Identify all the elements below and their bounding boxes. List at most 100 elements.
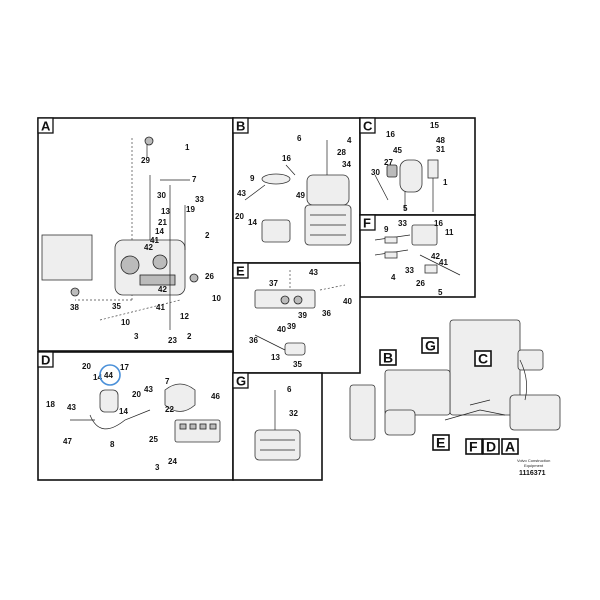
callout-d[interactable]: 44: [104, 371, 113, 380]
callout-a[interactable]: 1: [185, 143, 190, 152]
callout-a[interactable]: 38: [70, 303, 79, 312]
callout-c[interactable]: 1: [443, 178, 448, 187]
callout-b[interactable]: 14: [248, 218, 257, 227]
callout-a[interactable]: 7: [192, 175, 197, 184]
callout-c[interactable]: 27: [384, 158, 393, 167]
callout-a[interactable]: 19: [186, 205, 195, 214]
callout-d[interactable]: 18: [46, 400, 55, 409]
callout-e[interactable]: 39: [298, 311, 307, 320]
callout-e[interactable]: 40: [277, 325, 286, 334]
callout-b[interactable]: 9: [250, 174, 255, 183]
callout-a[interactable]: 42: [158, 285, 167, 294]
swing-motor-drawing: [304, 174, 352, 246]
callout-b[interactable]: 28: [337, 148, 346, 157]
callout-g[interactable]: 6: [287, 385, 292, 394]
panel-f: [359, 214, 476, 298]
callout-b[interactable]: 16: [282, 154, 291, 163]
callout-c[interactable]: 15: [430, 121, 439, 130]
callout-a[interactable]: 41: [156, 303, 165, 312]
callout-b[interactable]: 49: [296, 191, 305, 200]
callout-e[interactable]: 13: [271, 353, 280, 362]
callout-d[interactable]: 7: [165, 377, 170, 386]
panel-b: [232, 117, 361, 264]
callout-e[interactable]: 43: [309, 268, 318, 277]
drawing-number: 1116371: [519, 470, 546, 477]
callout-b[interactable]: 34: [342, 160, 351, 169]
overview-tag-a[interactable]: A: [501, 438, 519, 455]
callout-c[interactable]: 31: [436, 145, 445, 154]
callout-a[interactable]: 35: [112, 302, 121, 311]
callout-d[interactable]: 14: [93, 373, 102, 382]
callout-d[interactable]: 8: [110, 440, 115, 449]
svg-text:C: C: [363, 119, 373, 134]
callout-d[interactable]: 22: [165, 405, 174, 414]
callout-c[interactable]: 30: [371, 168, 380, 177]
callout-f[interactable]: 16: [434, 219, 443, 228]
callout-a[interactable]: 14: [155, 227, 164, 236]
callout-f[interactable]: 42: [431, 252, 440, 261]
callout-b[interactable]: 43: [237, 189, 246, 198]
svg-text:B: B: [236, 119, 245, 134]
callout-d[interactable]: 46: [211, 392, 220, 401]
callout-a[interactable]: 13: [161, 207, 170, 216]
callout-a[interactable]: 10: [121, 318, 130, 327]
overview-tag-e[interactable]: E: [432, 434, 450, 451]
accumulator-drawing: [164, 383, 196, 412]
callout-f[interactable]: 41: [439, 258, 448, 267]
callout-c[interactable]: 45: [393, 146, 402, 155]
callout-b[interactable]: 4: [347, 136, 352, 145]
callout-e[interactable]: 36: [322, 309, 331, 318]
callout-f[interactable]: 33: [405, 266, 414, 275]
overview-tag-g[interactable]: G: [421, 337, 439, 354]
callout-b[interactable]: 6: [297, 134, 302, 143]
callout-e[interactable]: 35: [293, 360, 302, 369]
callout-f[interactable]: 9: [384, 225, 389, 234]
callout-d[interactable]: 43: [67, 403, 76, 412]
callout-a[interactable]: 29: [141, 156, 150, 165]
caption-line1: Volvo Construction: [517, 458, 550, 463]
svg-text:G: G: [425, 338, 436, 354]
callout-a[interactable]: 42: [144, 243, 153, 252]
callout-a[interactable]: 12: [180, 312, 189, 321]
callout-a[interactable]: 21: [158, 218, 167, 227]
callout-f[interactable]: 33: [398, 219, 407, 228]
callout-e[interactable]: 37: [269, 279, 278, 288]
callout-e[interactable]: 36: [249, 336, 258, 345]
callout-a[interactable]: 30: [157, 191, 166, 200]
callout-d[interactable]: 25: [149, 435, 158, 444]
callout-d[interactable]: 47: [63, 437, 72, 446]
callout-b[interactable]: 20: [235, 212, 244, 221]
callout-f[interactable]: 11: [445, 228, 454, 237]
overview-tag-d[interactable]: D: [482, 438, 500, 455]
overview-tag-f[interactable]: F: [465, 438, 483, 455]
callout-f[interactable]: 5: [438, 288, 443, 297]
callout-d[interactable]: 3: [155, 463, 160, 472]
callout-a[interactable]: 2: [187, 332, 192, 341]
callout-c[interactable]: 5: [403, 204, 408, 213]
overview-tag-c[interactable]: C: [474, 350, 492, 367]
callout-a[interactable]: 3: [134, 332, 139, 341]
callout-a[interactable]: 10: [212, 294, 221, 303]
callout-c[interactable]: 48: [436, 136, 445, 145]
callout-a[interactable]: 26: [205, 272, 214, 281]
callout-d[interactable]: 20: [82, 362, 91, 371]
callout-f[interactable]: 26: [416, 279, 425, 288]
callout-e[interactable]: 40: [343, 297, 352, 306]
callout-d[interactable]: 14: [119, 407, 128, 416]
svg-text:F: F: [363, 216, 371, 231]
callout-a[interactable]: 41: [150, 236, 159, 245]
overview-tag-b[interactable]: B: [379, 349, 397, 366]
callout-d[interactable]: 17: [120, 363, 129, 372]
callout-d[interactable]: 24: [168, 457, 177, 466]
callout-g[interactable]: 32: [289, 409, 298, 418]
callout-e[interactable]: 39: [287, 322, 296, 331]
panel-d: [37, 351, 234, 481]
callout-d[interactable]: 43: [144, 385, 153, 394]
callout-d[interactable]: 20: [132, 390, 141, 399]
callout-a[interactable]: 2: [205, 231, 210, 240]
callout-c[interactable]: 16: [386, 130, 395, 139]
callout-a[interactable]: 23: [168, 336, 177, 345]
svg-text:A: A: [41, 119, 51, 134]
callout-a[interactable]: 33: [195, 195, 204, 204]
callout-f[interactable]: 4: [391, 273, 396, 282]
